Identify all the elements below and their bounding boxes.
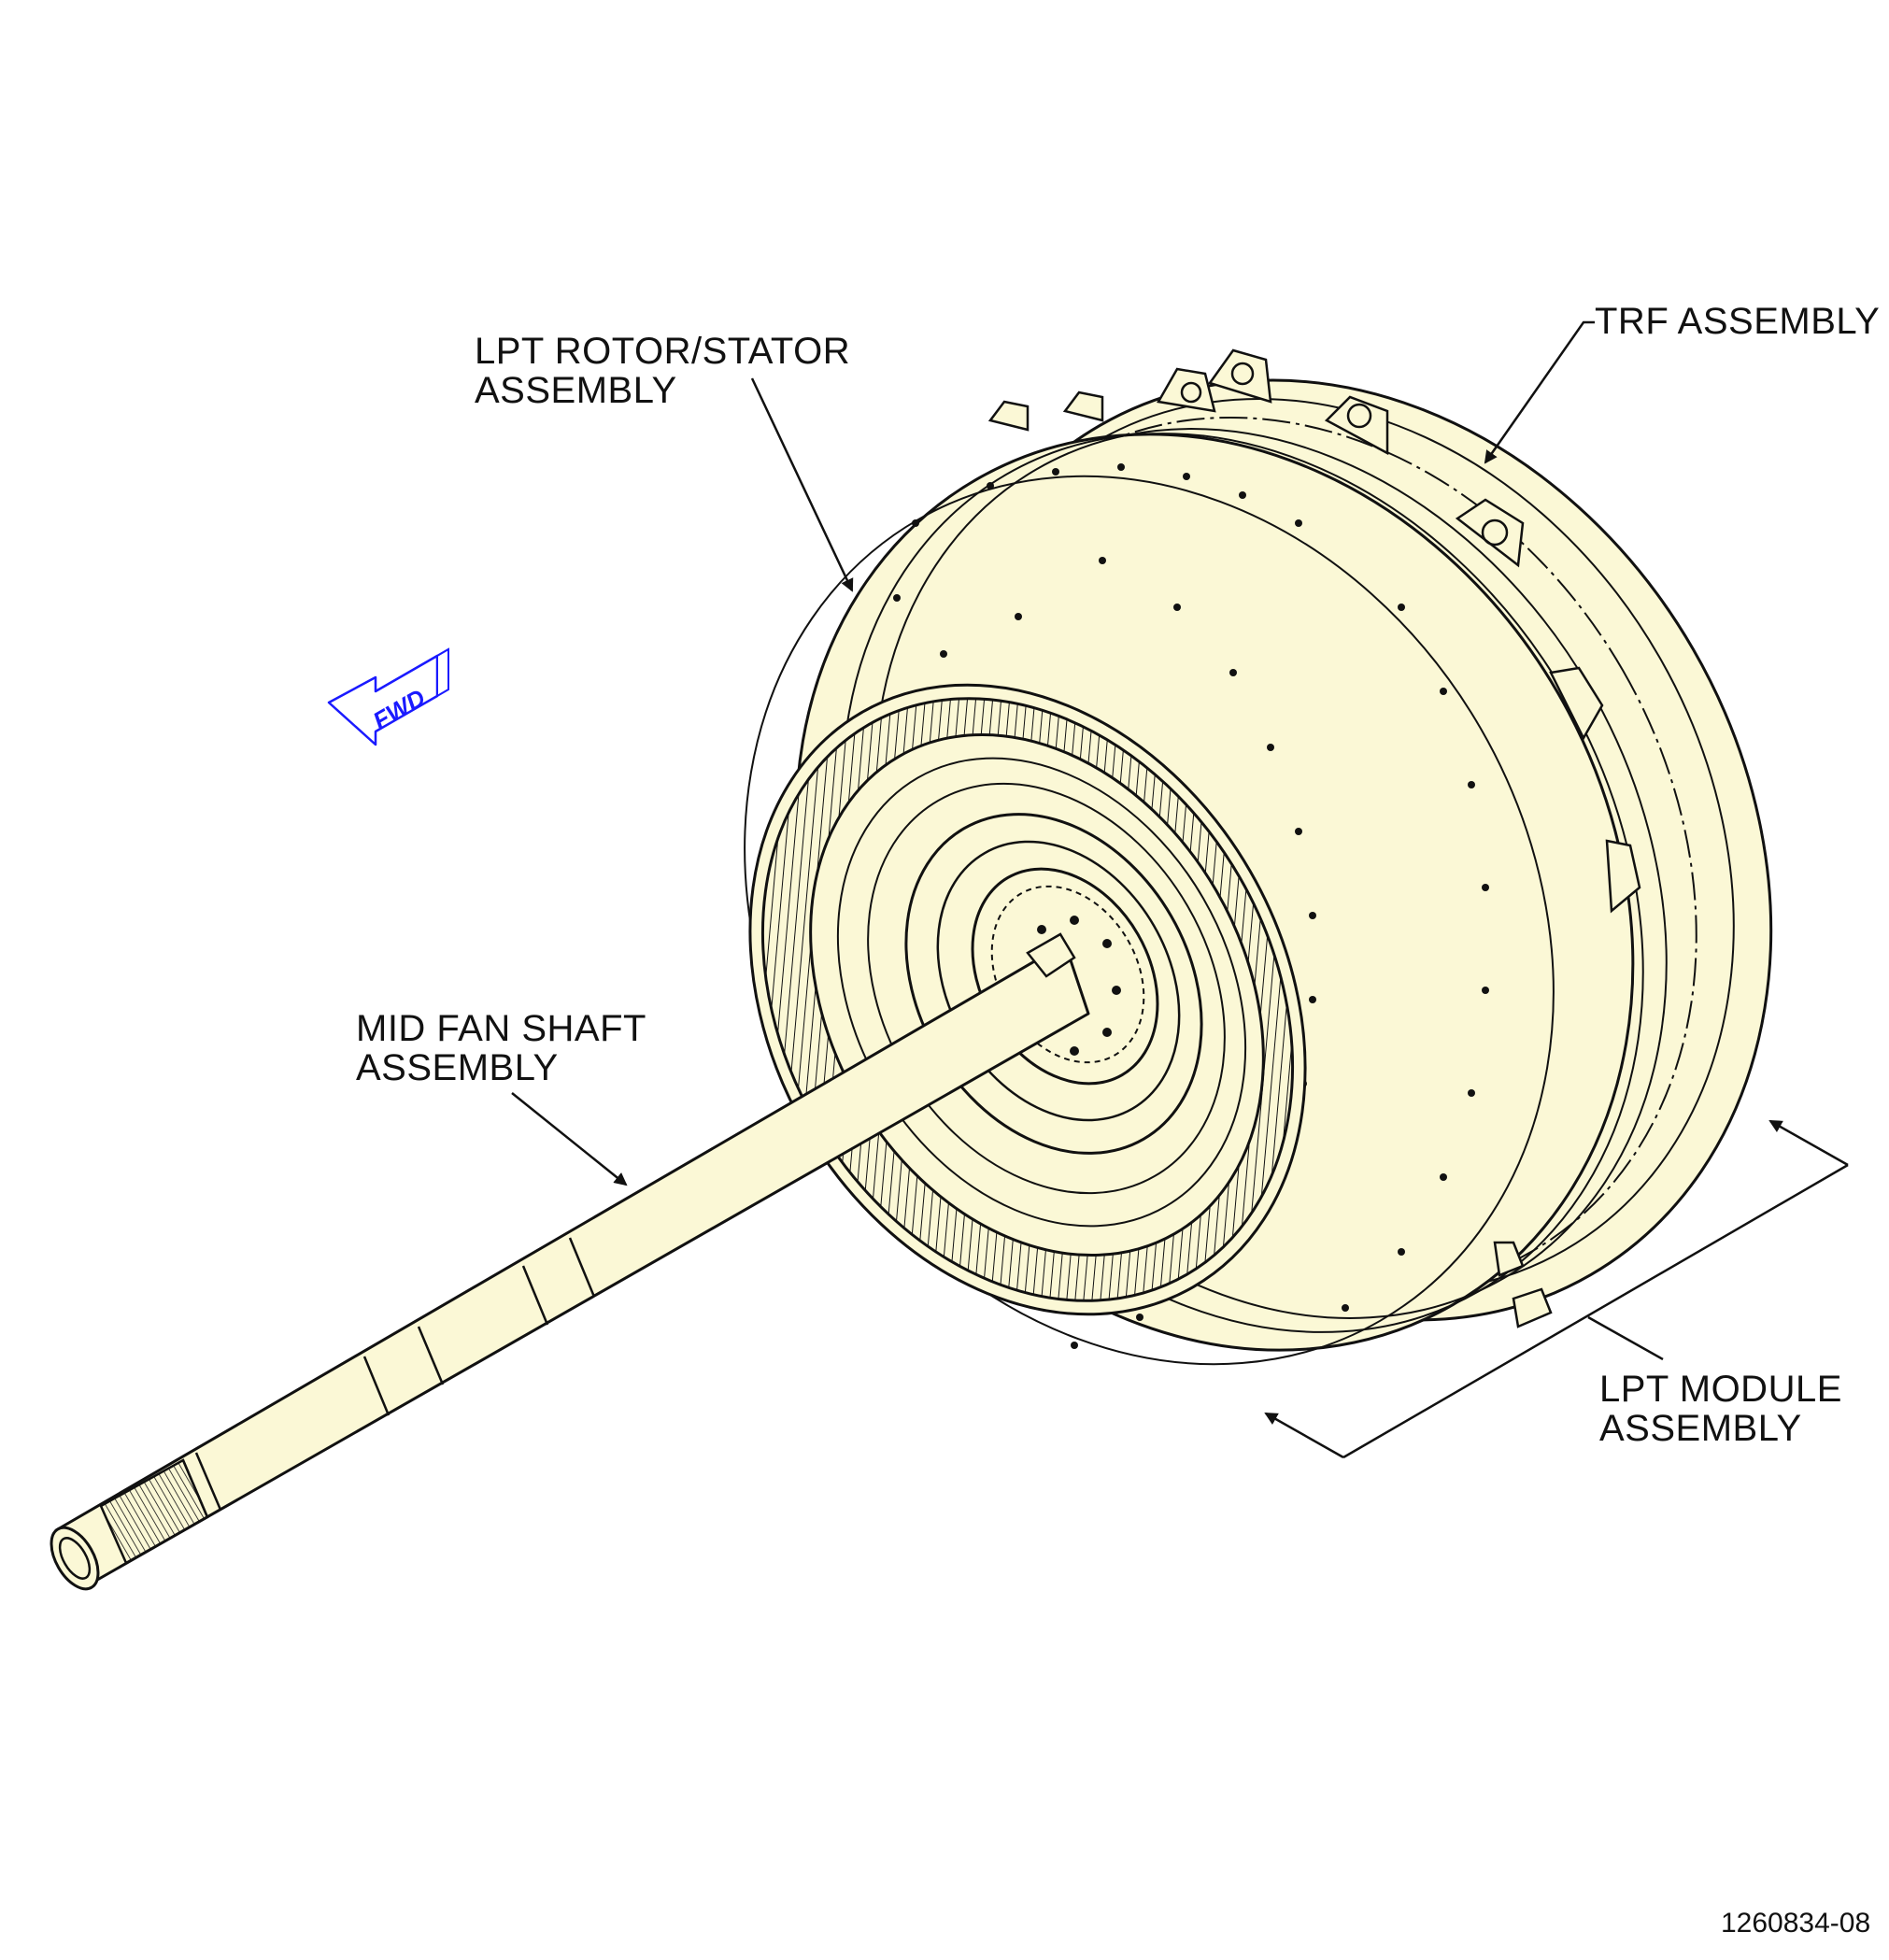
mid-fan-shaft-label: MID FAN SHAFT ASSEMBLY [356, 1008, 646, 1088]
leader-lines [511, 320, 1664, 1361]
leader-mid-fan [511, 1092, 628, 1186]
figure-number: 1260834-08 [1721, 1908, 1871, 1939]
leader-lpt-module [1587, 1315, 1664, 1361]
trf-mount-lugs [987, 348, 1641, 1328]
mid-fan-shaft [50, 932, 1090, 1591]
lpt-module-assembly-label: LPT MODULE ASSEMBLY [1599, 1369, 1842, 1449]
lpt-rotor-stator-label: LPT ROTOR/STATOR ASSEMBLY [475, 331, 851, 411]
leader-trf [1484, 320, 1595, 464]
trf-assembly-label: TRF ASSEMBLY [1595, 301, 1881, 342]
leader-lpt-rotor [750, 377, 854, 592]
lpt-module-dimension [1264, 1119, 1849, 1459]
fwd-arrow-icon: FWD [327, 647, 449, 746]
